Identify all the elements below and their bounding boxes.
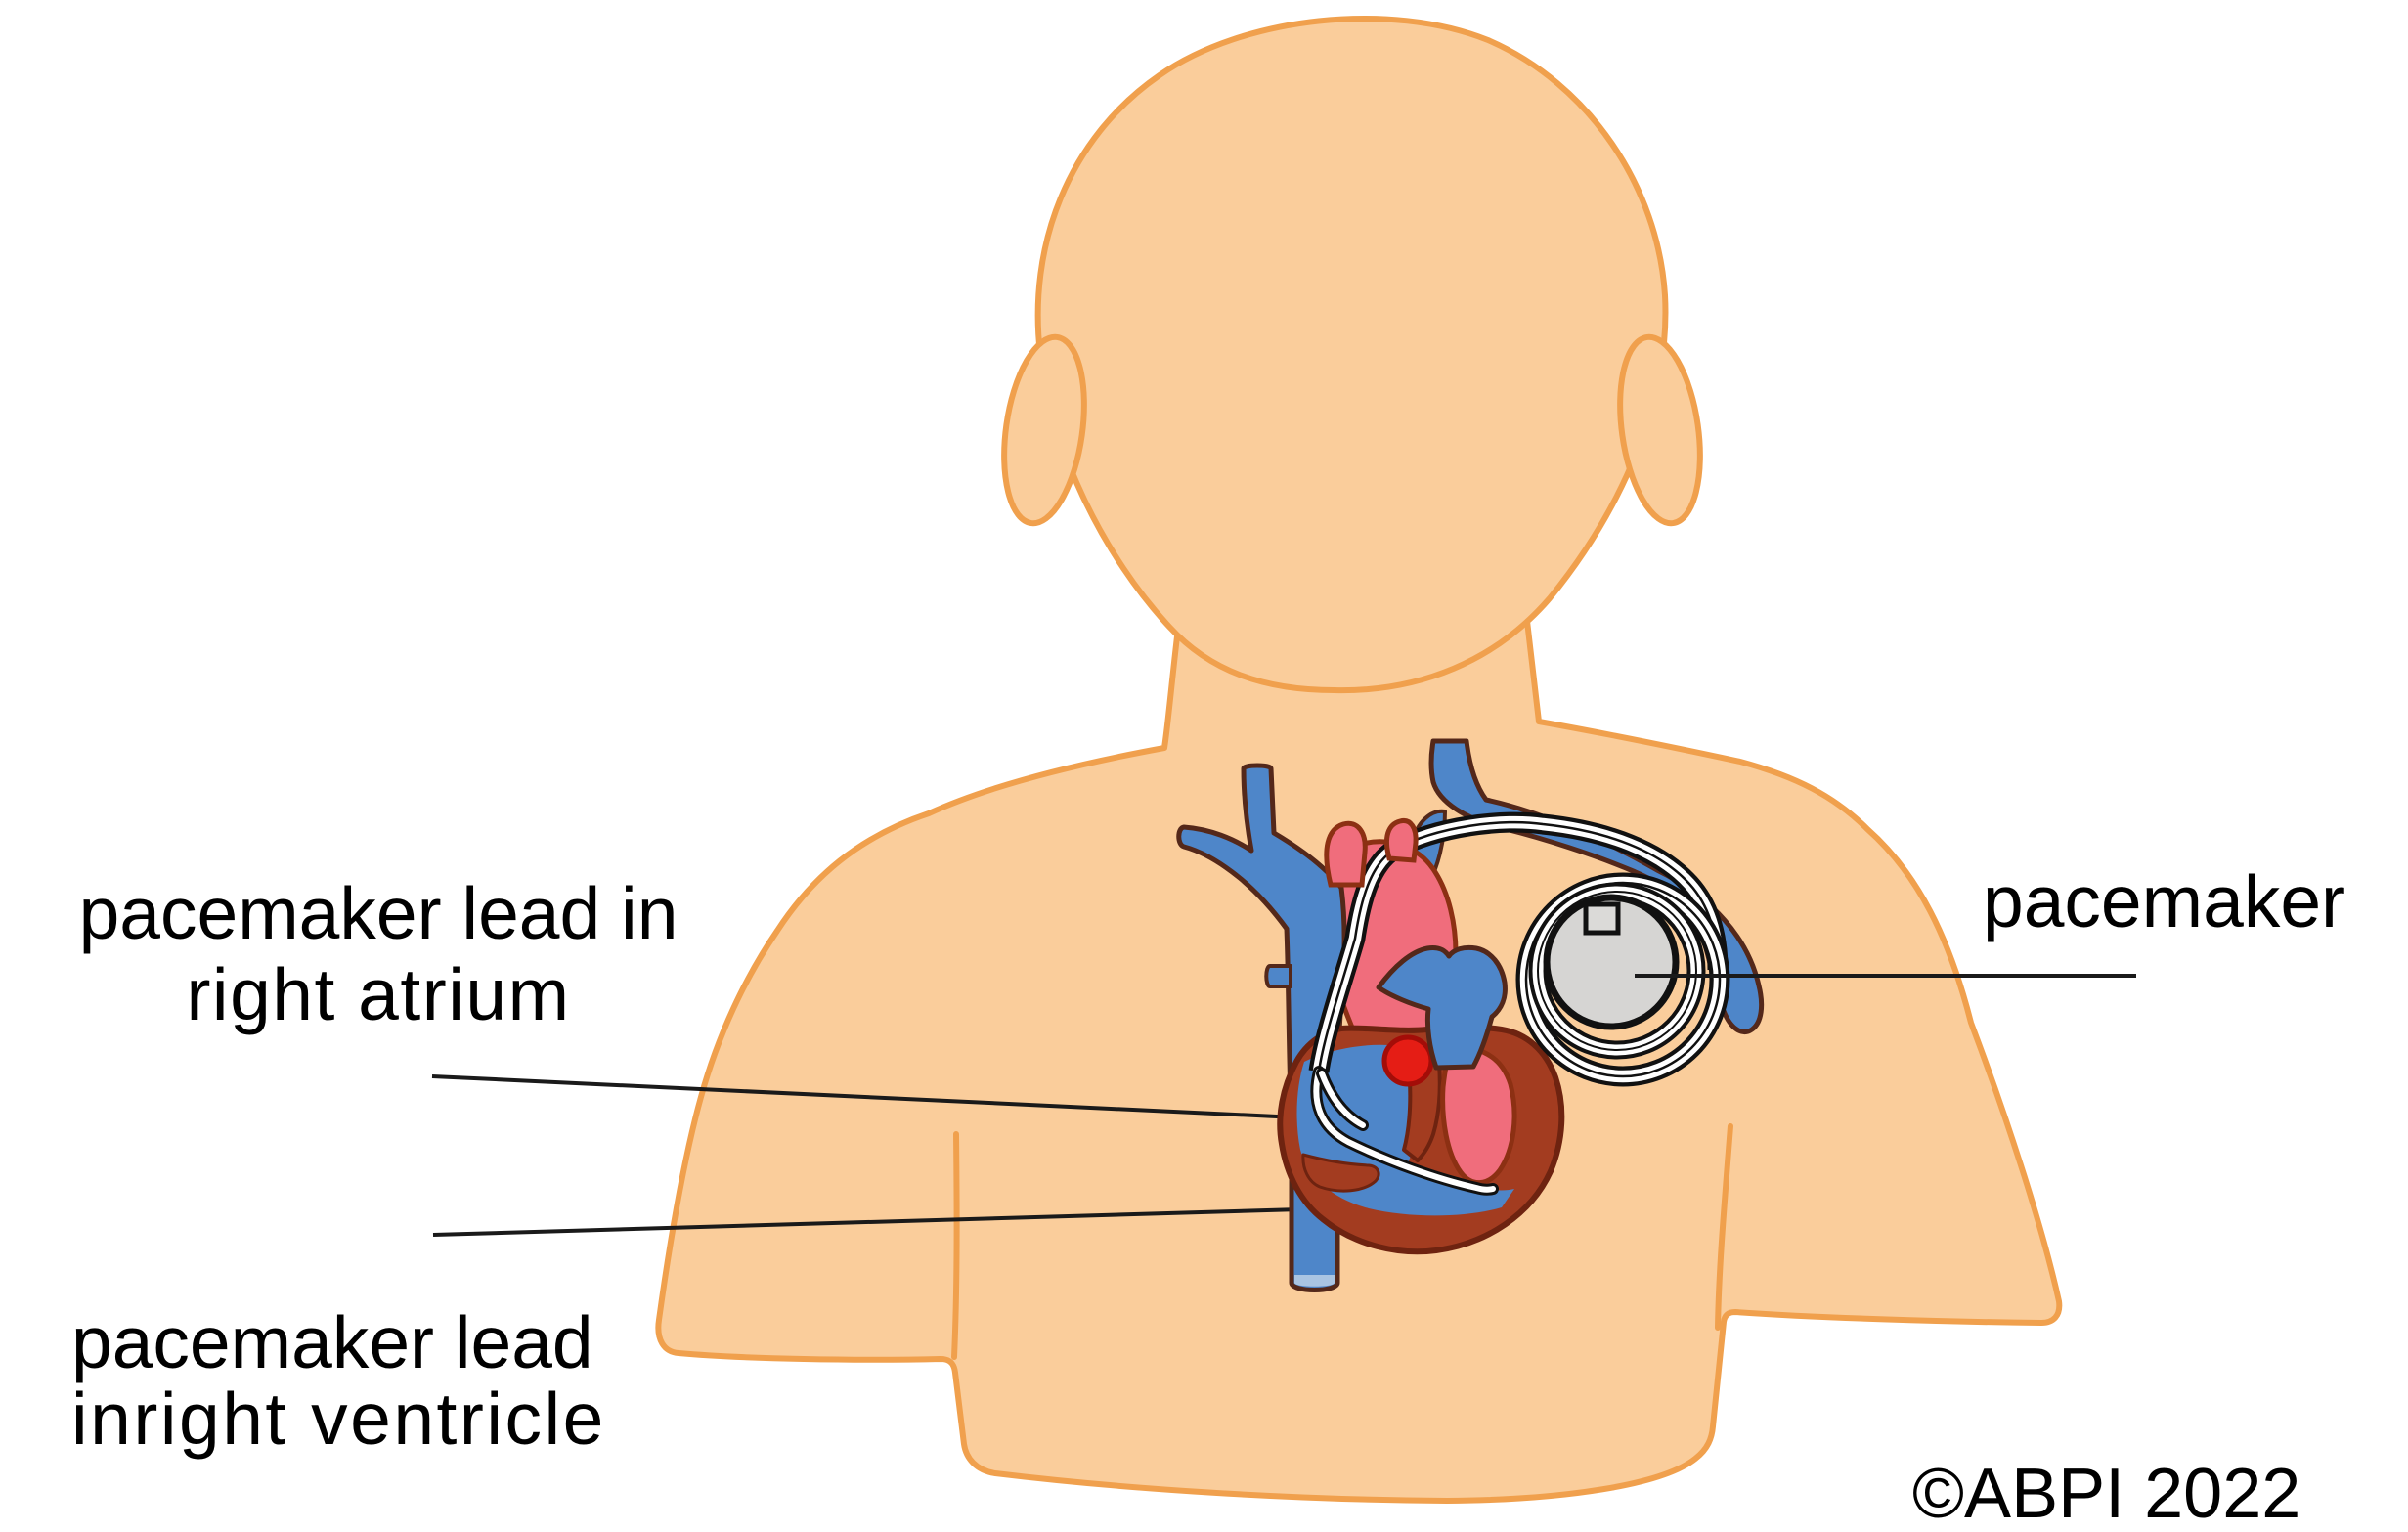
svg-text:pacemaker lead: pacemaker lead bbox=[71, 1301, 593, 1383]
svg-text:inright ventricle: inright ventricle bbox=[71, 1378, 606, 1460]
svg-text:right atrium: right atrium bbox=[186, 953, 570, 1035]
svg-text:©ABPI 2022: ©ABPI 2022 bbox=[1912, 1455, 2300, 1532]
svg-text:pacemaker lead in: pacemaker lead in bbox=[79, 872, 679, 954]
svg-text:pacemaker: pacemaker bbox=[1983, 860, 2345, 942]
